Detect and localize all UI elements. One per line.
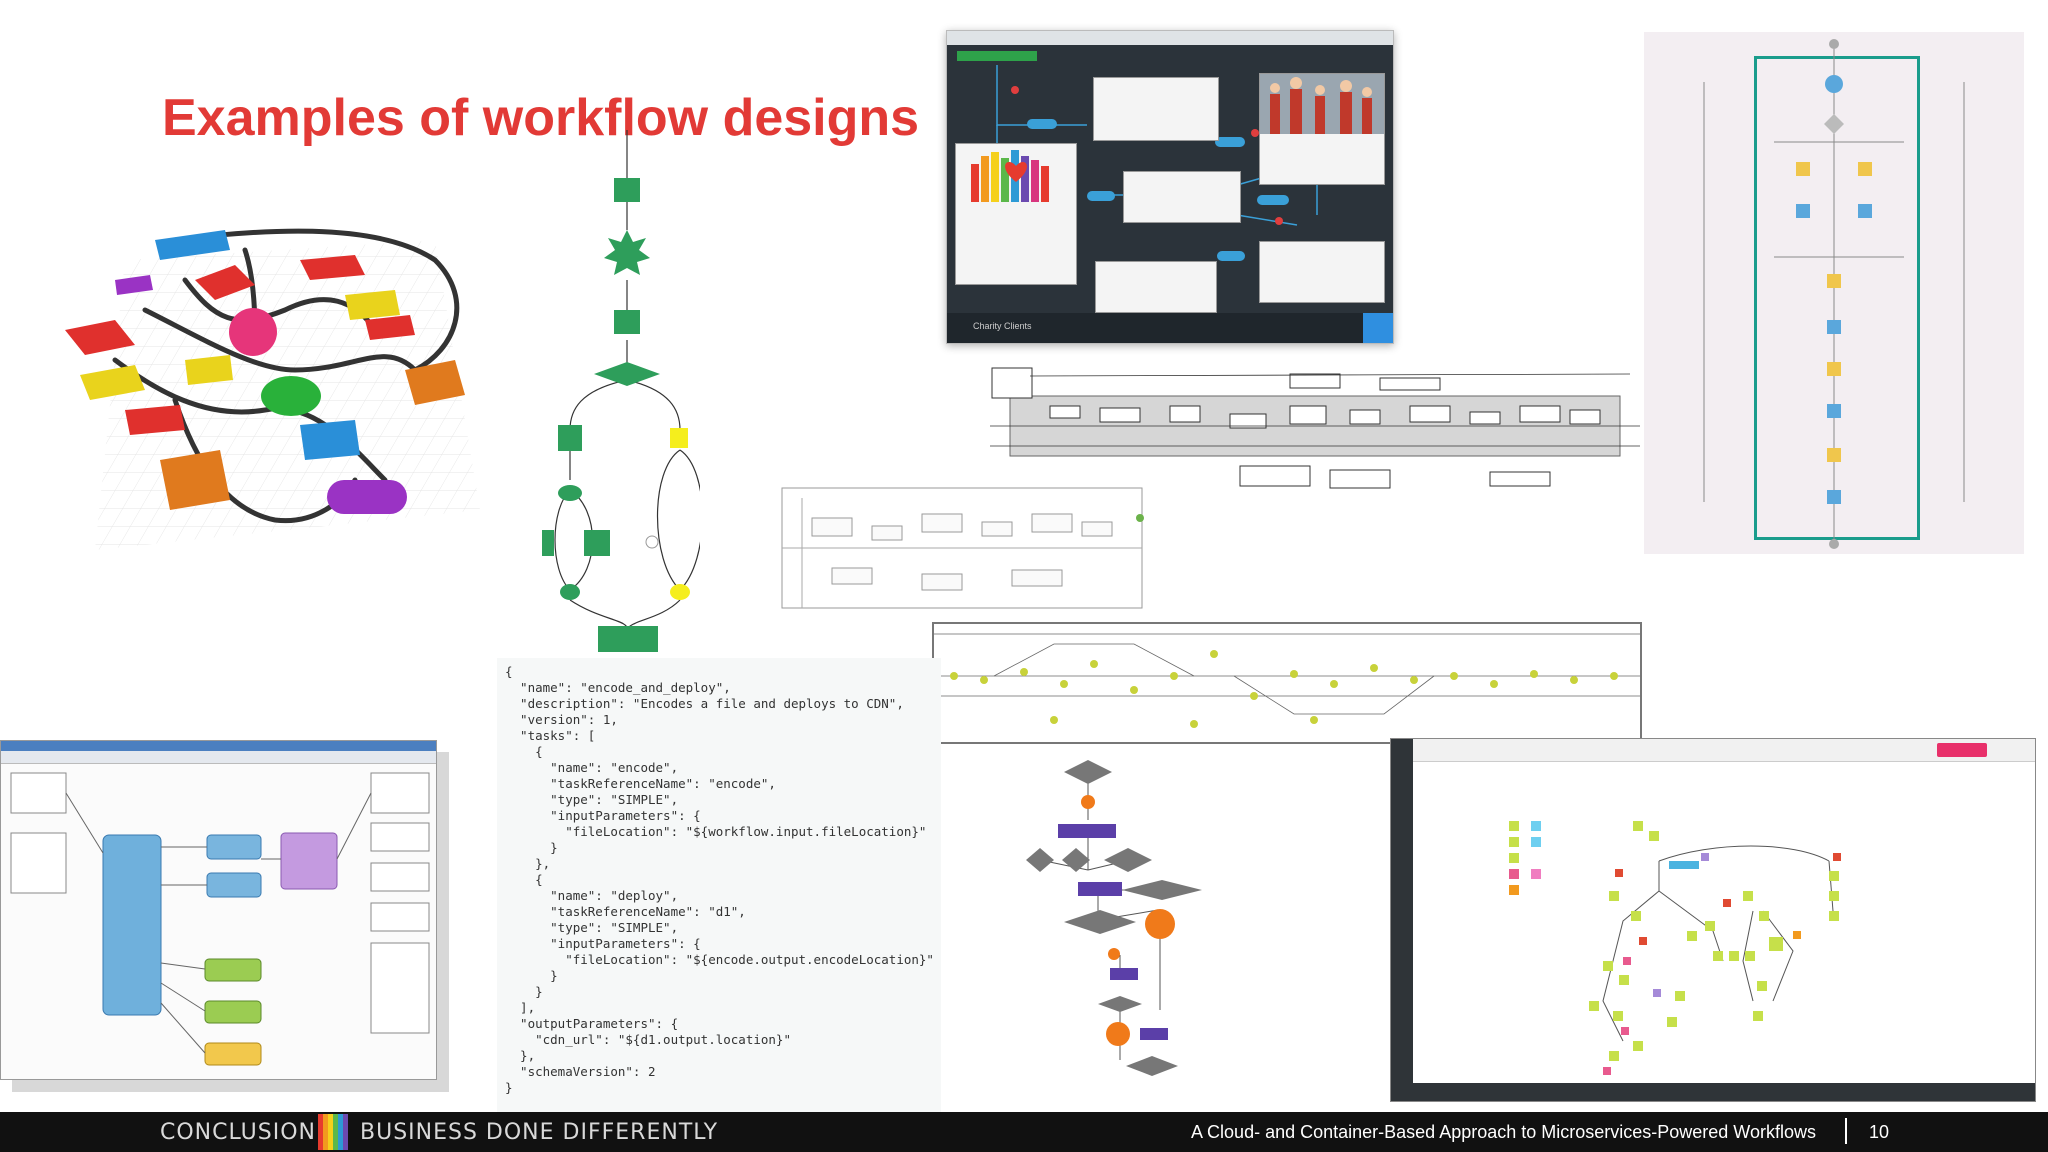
bpmn-shapes [1703, 39, 1965, 549]
designer-titlebar [1, 741, 436, 751]
code-line: "name": "deploy", [505, 888, 679, 903]
code-line: "fileLocation": "${workflow.input.fileLo… [505, 824, 927, 839]
message-card [955, 143, 1077, 285]
code-line: }, [505, 856, 551, 871]
code-line: ], [505, 1000, 536, 1015]
mindmap-bottom-bar [1413, 1083, 2035, 1101]
text-card-1 [1093, 77, 1219, 141]
workflow-json-code: { "name": "encode_and_deploy", "descript… [497, 658, 941, 1112]
designer-toolbar [1, 751, 436, 764]
code-line: { [505, 664, 513, 679]
footer-divider [1845, 1118, 1847, 1144]
code-line: "taskReferenceName": "d1", [505, 904, 746, 919]
code-line: "version": 1, [505, 712, 618, 727]
code-line: "inputParameters": { [505, 936, 701, 951]
browser-workflow-builder: Charity Clients [946, 30, 1394, 344]
mindmap-sidebar [1391, 739, 1413, 1101]
browser-toolbar [947, 31, 1393, 45]
flowchart-3d-illustration [65, 228, 480, 550]
footer-tagline: BUSINESS DONE DIFFERENTLY [360, 1120, 719, 1145]
code-line: { [505, 872, 543, 887]
code-line: } [505, 1080, 513, 1095]
slide-footer: CONCLUSION BUSINESS DONE DIFFERENTLY A C… [0, 1112, 2048, 1152]
code-line: "type": "SIMPLE", [505, 920, 679, 935]
code-line: } [505, 840, 558, 855]
schematic-block-diagram [990, 367, 1640, 489]
code-line: } [505, 968, 558, 983]
builder-connectors [996, 65, 1318, 261]
code-line: "tasks": [ [505, 728, 596, 743]
image-card [1259, 73, 1385, 185]
code-line: "taskReferenceName": "encode", [505, 776, 776, 791]
text-card-3 [1095, 261, 1217, 313]
bpmn-swimlane-diagram [1644, 32, 2024, 554]
browser-footer: Charity Clients [947, 313, 1393, 343]
code-line: } [505, 984, 543, 999]
code-line: }, [505, 1048, 536, 1063]
mindmap-toolbar [1413, 739, 2035, 762]
code-line: "description": "Encodes a file and deplo… [505, 696, 904, 711]
footer-section: CONCLUSION [160, 1120, 316, 1145]
code-line: "inputParameters": { [505, 808, 701, 823]
browser-footer-label: Charity Clients [973, 321, 1032, 331]
code-line: "outputParameters": { [505, 1016, 679, 1031]
swimlane-frame [1754, 56, 1920, 540]
hands-heart-image [971, 150, 1049, 202]
process-map-diagram [932, 622, 1642, 744]
green-workflow-diagram [542, 130, 700, 652]
code-line: "fileLocation": "${encode.output.encodeL… [505, 952, 934, 967]
footer-subtitle: A Cloud- and Container-Based Approach to… [1191, 1122, 1816, 1142]
footer-color-bars [318, 1114, 348, 1150]
code-line: "type": "SIMPLE", [505, 792, 679, 807]
workflow-designer-window [0, 740, 437, 1080]
diamond-flowchart [1026, 760, 1202, 1076]
code-line: "name": "encode", [505, 760, 679, 775]
start-node [957, 51, 1037, 61]
mindmap-app-window [1390, 738, 2036, 1102]
text-card-2 [1123, 171, 1241, 223]
faint-schematic-diagram [781, 487, 1144, 609]
text-card-4 [1259, 241, 1385, 303]
mindmap-share-button[interactable] [1937, 743, 1987, 757]
code-line: "cdn_url": "${d1.output.location}" [505, 1032, 791, 1047]
slide-title: Examples of workflow designs [162, 89, 920, 147]
code-line: "name": "encode_and_deploy", [505, 680, 731, 695]
runners-photo [1260, 74, 1384, 134]
page-number: 10 [1869, 1122, 1890, 1142]
code-line: { [505, 744, 543, 759]
publish-button[interactable] [1363, 313, 1393, 343]
code-line: "schemaVersion": 2 [505, 1064, 656, 1079]
